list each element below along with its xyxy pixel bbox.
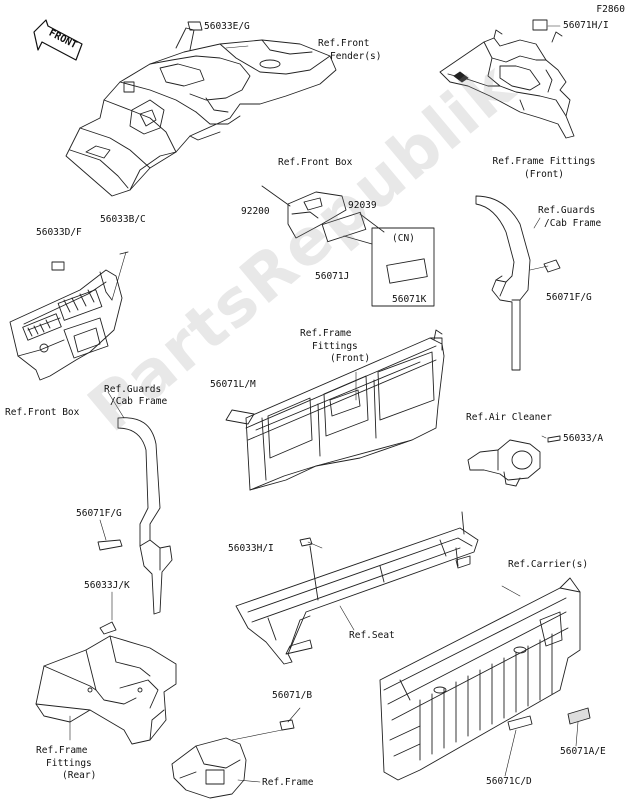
front-box-dash-panel	[9, 251, 129, 381]
label-56033EG	[187, 21, 203, 31]
label-56071FG-right-text: 56071F/G	[546, 292, 592, 303]
ref-seat: Ref.Seat	[349, 630, 395, 641]
ref-frame-fittings-front-line1: Ref.Frame Fittings	[492, 156, 596, 167]
ref-frame-fittings-front-line2: (Front)	[523, 169, 565, 180]
ref-front-box-top: Ref.Front Box	[278, 157, 353, 168]
ref-air-cleaner: Ref.Air Cleaner	[466, 412, 552, 423]
ref-frame-fittings-rear-line2: Fittings	[46, 758, 92, 769]
label-56033DF-text: 56033D/F	[36, 227, 82, 238]
guard-cab-frame-right	[475, 195, 561, 371]
label-56071B-text: 56071/B	[272, 690, 313, 701]
label-56033EG-text: 56033E/G	[204, 21, 250, 32]
label-cn-text: (CN)	[392, 233, 415, 244]
frame-part	[171, 719, 295, 799]
carrier-bed	[379, 577, 591, 781]
ref-frame-fittings-mid-line2: Fittings	[312, 341, 358, 352]
label-56071AE-text: 56071A/E	[560, 746, 606, 757]
label-56071K-text: 56071K	[392, 294, 427, 305]
label-92200-text: 92200	[241, 206, 270, 217]
label-56033HI-text: 56033H/I	[228, 543, 274, 554]
ref-frame: Ref.Frame	[262, 777, 314, 788]
label-56033BC-text: 56033B/C	[100, 214, 146, 225]
ref-guards-right-line1: Ref.Guards	[538, 205, 596, 216]
air-cleaner	[467, 435, 561, 487]
ref-frame-fittings-rear-line1: Ref.Frame	[36, 745, 88, 756]
label-56071CD-text: 56071C/D	[486, 776, 532, 787]
ref-frame-fittings-mid-line1: Ref.Frame	[300, 328, 352, 339]
figure-code: F2860	[596, 4, 625, 15]
rear-wall-panel	[225, 329, 445, 491]
ref-front-box-left: Ref.Front Box	[5, 407, 80, 418]
label-56071LM-text: 56071L/M	[210, 379, 256, 390]
label-56071FG-left-text: 56071F/G	[76, 508, 122, 519]
ref-front-fenders-line1: Ref.Front	[318, 38, 370, 49]
ref-frame-fittings-rear-line3: (Rear)	[62, 770, 97, 781]
ref-guards-left-line2: /Cab Frame	[110, 396, 168, 407]
front-fender-assembly	[65, 27, 337, 197]
ref-front-fenders-line2: Fender(s)	[330, 51, 382, 62]
front-box-labels	[261, 185, 435, 307]
frame-fittings-rear	[35, 621, 177, 745]
label-56033A-text: 56033/A	[563, 433, 604, 444]
ref-carriers: Ref.Carrier(s)	[508, 559, 589, 570]
ref-guards-right-line2: /Cab Frame	[544, 218, 602, 229]
label-56071J-text: 56071J	[315, 271, 350, 282]
guard-cab-frame-left	[97, 417, 173, 615]
leader-lines	[69, 25, 579, 783]
ref-guards-left-line1: Ref.Guards	[104, 384, 162, 395]
front-arrow-icon: FRONT	[33, 19, 83, 61]
seat-carrier-rack	[235, 511, 479, 665]
label-56071HI	[532, 19, 548, 31]
frame-fittings-front-top	[439, 29, 575, 139]
label-56071HI-text: 56071H/I	[563, 20, 609, 31]
ref-frame-fittings-mid-line3: (Front)	[330, 353, 371, 364]
label-92039-text: 92039	[348, 200, 377, 211]
label-56033JK-text: 56033J/K	[84, 580, 130, 591]
